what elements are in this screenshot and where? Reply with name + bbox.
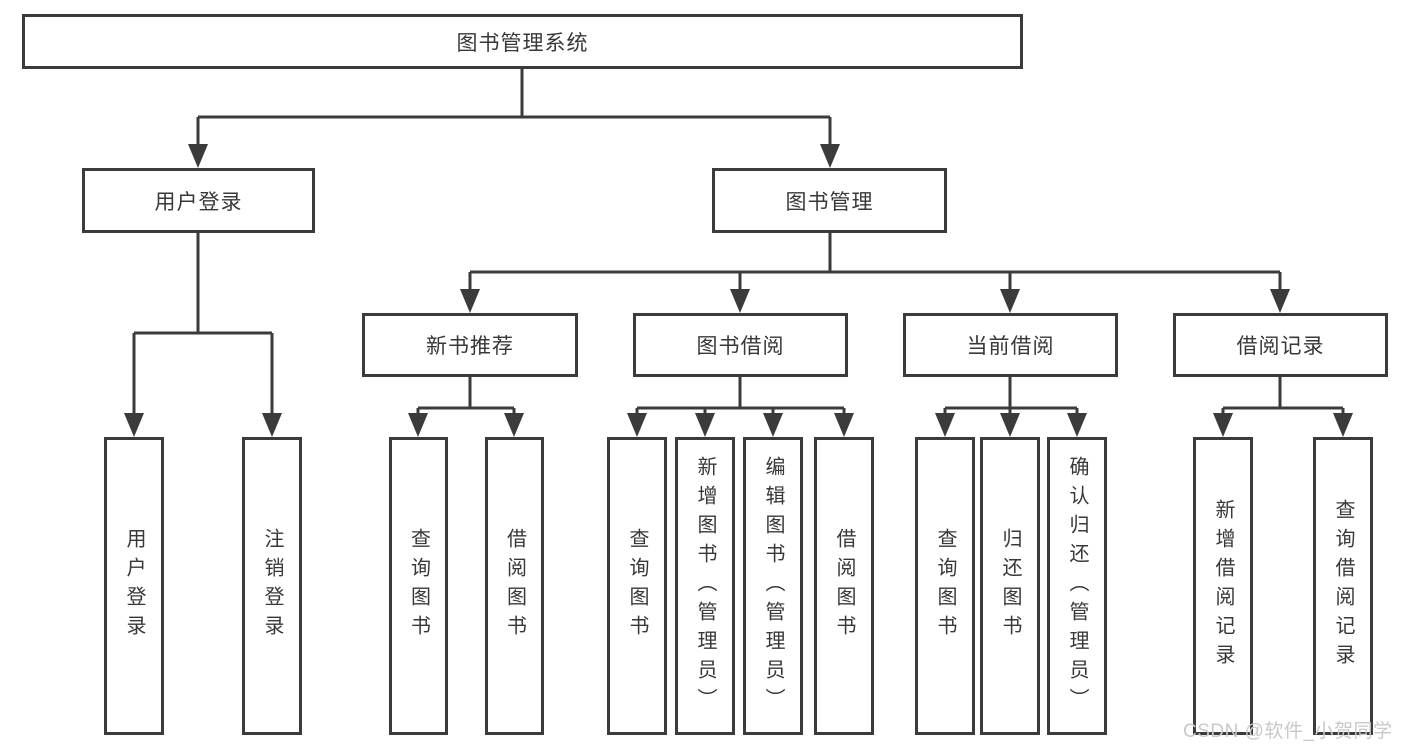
leaf-logout: 注销登录 (242, 437, 302, 735)
leaf-bb-edit-book-admin: 编辑图书（管理员） (743, 437, 803, 735)
leaf-nb-query-book: 查询图书 (389, 437, 448, 735)
leaf-br-add-record: 新增借阅记录 (1193, 437, 1253, 735)
leaf-nb-borrow-book: 借阅图书 (485, 437, 544, 735)
connector-borrow-record (1221, 377, 1345, 419)
connector-current-borrow (943, 377, 1079, 419)
leaf-bb-query-book: 查询图书 (607, 437, 667, 735)
connector-new-book (416, 377, 516, 419)
connector-book-borrow (635, 377, 846, 419)
node-book-management: 图书管理 (712, 168, 947, 233)
leaf-cb-query-book: 查询图书 (915, 437, 975, 735)
node-current-borrow: 当前借阅 (903, 313, 1118, 377)
node-borrow-record: 借阅记录 (1173, 313, 1388, 377)
leaf-br-query-record: 查询借阅记录 (1313, 437, 1373, 735)
leaf-bb-add-book-admin: 新增图书（管理员） (675, 437, 735, 735)
csdn-watermark: CSDN @软件_小贺同学 (1183, 721, 1393, 742)
connector-user-login (132, 233, 274, 419)
leaf-bb-borrow-book: 借阅图书 (814, 437, 874, 735)
leaf-user-login: 用户登录 (104, 437, 164, 735)
node-book-borrow: 图书借阅 (633, 313, 848, 377)
node-user-login: 用户登录 (82, 168, 315, 233)
node-new-book-recommend: 新书推荐 (362, 313, 578, 377)
arrowheads (124, 144, 1353, 437)
leaf-cb-return-book: 归还图书 (980, 437, 1040, 735)
node-root: 图书管理系统 (22, 14, 1023, 69)
leaf-cb-confirm-return-admin: 确认归还（管理员） (1047, 437, 1107, 735)
connector-root (196, 69, 832, 150)
connector-book-mgmt (468, 233, 1282, 295)
